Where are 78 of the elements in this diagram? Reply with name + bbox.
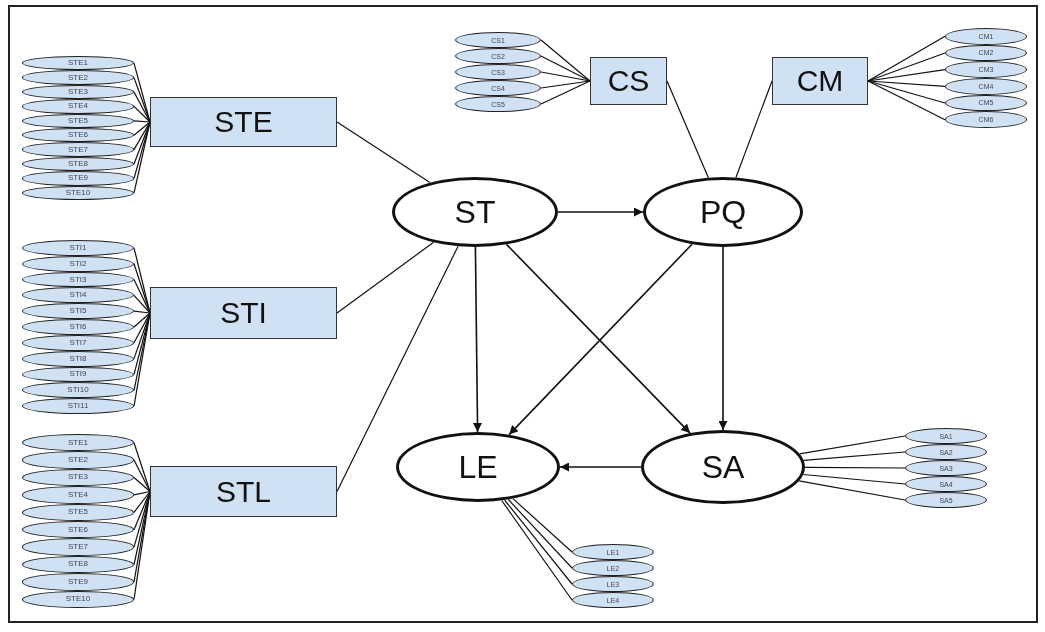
construct-ellipse: PQ: [643, 177, 803, 247]
indicator-ellipse: STE5: [22, 113, 134, 128]
arrow: [557, 207, 644, 217]
indicator-ellipse: STI1: [22, 240, 134, 256]
connector-line: [540, 80, 591, 105]
construct-ellipse: ST: [392, 177, 558, 247]
connector-line: [133, 105, 151, 123]
indicator-ellipse: STE8: [22, 156, 134, 172]
indicator-ellipse: STE7: [22, 142, 134, 157]
arrow: [559, 462, 642, 472]
indicator-ellipse: STE3: [22, 468, 134, 487]
connector-line: [540, 80, 591, 89]
connector-line: [336, 245, 459, 493]
construct-box: STI: [150, 287, 337, 339]
connector-line: [133, 120, 151, 123]
connector-line: [336, 241, 435, 314]
indicator-ellipse: STI9: [22, 366, 134, 383]
connector-line: [133, 490, 151, 496]
indicator-ellipse: STI10: [22, 382, 134, 399]
construct-ellipse: LE: [396, 432, 560, 502]
connector-line: [666, 80, 709, 179]
connector-line: [133, 278, 151, 314]
indicator-ellipse: STI5: [22, 303, 134, 320]
connector-line: [867, 52, 946, 82]
indicator-ellipse: STI3: [22, 271, 134, 288]
indicator-ellipse: STE4: [22, 486, 134, 504]
connector-line: [802, 473, 906, 485]
indicator-ellipse: STE8: [22, 555, 134, 574]
connector-line: [133, 459, 151, 493]
connector-line: [133, 490, 151, 531]
construct-box: CS: [590, 57, 667, 105]
indicator-ellipse: STI7: [22, 334, 134, 351]
connector-line: [133, 312, 151, 328]
connector-line: [133, 91, 151, 123]
connector-line: [133, 476, 151, 493]
connector-line: [133, 294, 151, 314]
connector-line: [867, 35, 946, 82]
indicator-ellipse: STI8: [22, 350, 134, 367]
indicator-ellipse: STI6: [22, 319, 134, 335]
indicator-ellipse: STE6: [22, 128, 134, 143]
indicator-ellipse: STE1: [22, 434, 134, 452]
connector-line: [540, 55, 591, 82]
arrow: [473, 246, 482, 433]
connector-line: [867, 80, 946, 121]
connector-line: [133, 310, 151, 314]
indicator-ellipse: STI4: [22, 287, 134, 304]
indicator-ellipse: STE2: [22, 70, 134, 85]
connector-line: [133, 490, 151, 513]
indicator-ellipse: STI11: [22, 398, 134, 414]
connector-line: [540, 39, 591, 82]
arrow: [718, 246, 728, 431]
connector-line: [133, 312, 151, 344]
connector-line: [540, 71, 591, 82]
connector-line: [804, 466, 906, 469]
connector-line: [867, 80, 946, 104]
indicator-ellipse: STE4: [22, 99, 134, 114]
connector-line: [867, 80, 946, 87]
connector-line: [735, 80, 773, 179]
construct-box: CM: [772, 57, 868, 105]
connector-line: [133, 121, 151, 136]
connector-line: [133, 121, 151, 151]
construct-ellipse: SA: [641, 430, 805, 504]
indicator-ellipse: STE5: [22, 503, 134, 521]
construct-box: STL: [150, 466, 337, 517]
indicator-ellipse: STE2: [22, 451, 134, 469]
indicator-ellipse: STE6: [22, 521, 134, 539]
connector-line: [867, 69, 946, 82]
indicator-ellipse: STE7: [22, 538, 134, 556]
indicator-ellipse: STE10: [22, 185, 134, 200]
connector-line: [803, 451, 906, 461]
indicator-ellipse: STE1: [22, 56, 134, 71]
indicator-ellipse: STE10: [22, 590, 134, 608]
indicator-ellipse: STE3: [22, 84, 134, 100]
indicator-ellipse: STE9: [22, 573, 134, 591]
connector-line: [336, 121, 431, 184]
indicator-ellipse: STI2: [22, 255, 134, 272]
indicator-ellipse: STE9: [22, 171, 134, 186]
construct-box: STE: [150, 97, 337, 147]
